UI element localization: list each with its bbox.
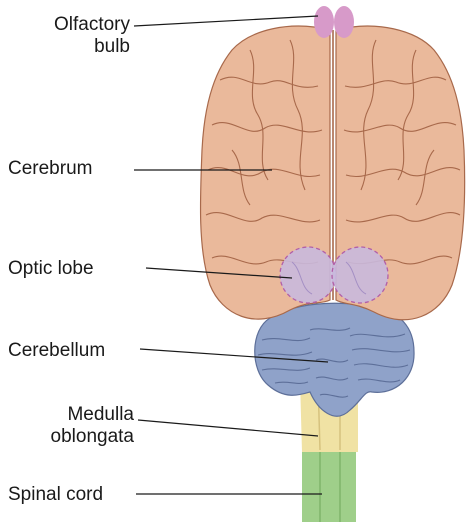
spinal-cord-label: Spinal cord [8, 484, 134, 506]
medulla-oblongata-label-line2: oblongata [8, 426, 134, 448]
medulla-oblongata-label: Medulla oblongata [8, 404, 134, 448]
olfactory-bulbs [314, 6, 354, 38]
cerebellum-label: Cerebellum [8, 340, 136, 362]
olfactory-bulb-label: Olfactory bulb [8, 14, 130, 58]
leader-medulla [138, 420, 318, 436]
optic-lobes [280, 247, 388, 303]
olfactory-bulb-label-line1: Olfactory [8, 14, 130, 36]
cerebellum [255, 303, 414, 416]
olfactory-bulb-label-line2: bulb [8, 36, 130, 58]
medulla-oblongata-label-line1: Medulla [8, 404, 134, 426]
cerebrum-label: Cerebrum [8, 158, 130, 180]
leader-olfactory [134, 16, 318, 26]
optic-lobe-label: Optic lobe [8, 258, 144, 280]
spinal-cord [302, 448, 356, 522]
